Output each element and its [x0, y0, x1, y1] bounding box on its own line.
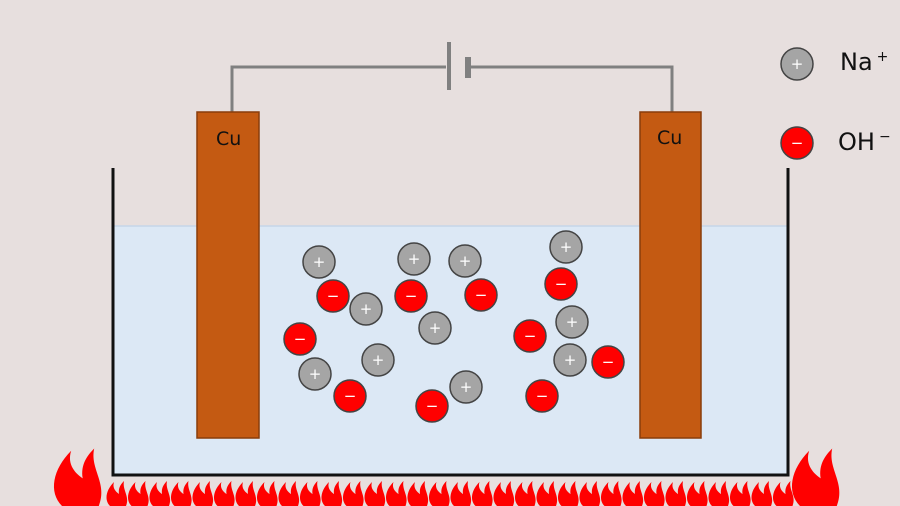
flame-icon	[708, 481, 730, 506]
svg-text:+: +	[429, 319, 442, 337]
oh-ion: −	[544, 267, 578, 301]
right-electrode-label: Cu	[657, 127, 683, 149]
svg-text:+: +	[309, 365, 322, 383]
svg-text:−: −	[344, 387, 357, 405]
na-ion: +	[349, 292, 383, 326]
svg-text:−: −	[426, 397, 439, 415]
wire-right	[468, 65, 674, 112]
flame-icon	[257, 481, 278, 506]
flame-icon	[192, 481, 214, 506]
flame-icon	[171, 481, 192, 506]
na-ion: +	[549, 230, 583, 264]
na-ion: +	[555, 305, 589, 339]
beaker	[111, 168, 790, 477]
na-ion: +	[448, 244, 482, 278]
svg-text:+: +	[460, 378, 473, 396]
wire-left	[230, 65, 446, 112]
flame-icon	[214, 481, 235, 506]
na-ion: +	[449, 370, 483, 404]
legend-na-label: Na+	[840, 48, 888, 76]
svg-text:+: +	[791, 55, 804, 73]
flame-icon	[106, 481, 128, 506]
flame-icon	[773, 481, 794, 506]
na-ion: +	[418, 311, 452, 345]
flame-icon	[730, 481, 751, 506]
flame-icon	[579, 481, 601, 506]
na-ion: +	[397, 242, 431, 276]
svg-text:+: +	[459, 252, 472, 270]
svg-text:−: −	[536, 387, 549, 405]
na-name: Na	[840, 48, 873, 76]
na-ion: +	[298, 357, 332, 391]
svg-text:−: −	[405, 287, 418, 305]
oh-ion: −	[415, 389, 449, 423]
oh-ion: −	[780, 126, 814, 160]
flame-icon	[53, 448, 102, 506]
flame-icon	[515, 481, 536, 506]
flame-icon	[450, 481, 472, 506]
flame-icon	[300, 481, 321, 506]
svg-text:−: −	[294, 330, 307, 348]
na-ion: +	[553, 343, 587, 377]
flame-icon	[558, 481, 579, 506]
oh-charge: −	[878, 129, 891, 145]
svg-text:−: −	[327, 287, 340, 305]
na-charge: +	[876, 49, 889, 65]
oh-ion: −	[464, 278, 498, 312]
flame-icon	[278, 481, 300, 506]
flame-icon	[601, 481, 622, 506]
svg-text:−: −	[791, 134, 804, 152]
oh-ion: −	[513, 319, 547, 353]
oh-ion: −	[283, 322, 317, 356]
oh-ion: −	[394, 279, 428, 313]
svg-text:−: −	[475, 286, 488, 304]
flame-icon	[751, 481, 773, 506]
flame-icon	[472, 481, 493, 506]
na-ion: +	[361, 343, 395, 377]
flame-icon	[149, 481, 171, 506]
oh-ion: −	[333, 379, 367, 413]
svg-text:+: +	[360, 300, 373, 318]
svg-text:+: +	[560, 238, 573, 256]
svg-text:+: +	[564, 351, 577, 369]
flame-icon	[791, 448, 840, 506]
flame-icon	[321, 481, 343, 506]
flame-icon	[429, 481, 450, 506]
na-ion: +	[780, 47, 814, 81]
flame-icon	[407, 481, 429, 506]
left-electrode-label: Cu	[216, 128, 242, 150]
legend-oh-label: OH−	[838, 128, 891, 156]
flame-icon	[687, 481, 708, 506]
svg-text:−: −	[524, 327, 537, 345]
svg-text:−: −	[555, 275, 568, 293]
left-electrode	[196, 111, 260, 439]
oh-ion: −	[316, 279, 350, 313]
flame-icon	[665, 481, 687, 506]
flame-icon	[386, 481, 407, 506]
oh-name: OH	[838, 128, 875, 156]
svg-text:+: +	[372, 351, 385, 369]
svg-text:+: +	[566, 313, 579, 331]
flame-icon	[364, 481, 386, 506]
oh-ion: −	[525, 379, 559, 413]
flame-icon	[128, 481, 149, 506]
flame-icon	[493, 481, 515, 506]
svg-text:−: −	[602, 353, 615, 371]
flame-icon	[622, 481, 644, 506]
flame-icon	[235, 481, 257, 506]
flame-icon	[343, 481, 364, 506]
na-ion: +	[302, 245, 336, 279]
flame-icon	[536, 481, 558, 506]
oh-ion: −	[591, 345, 625, 379]
svg-text:+: +	[408, 250, 421, 268]
right-electrode	[639, 111, 702, 439]
flame-icon	[644, 481, 665, 506]
svg-text:+: +	[313, 253, 326, 271]
